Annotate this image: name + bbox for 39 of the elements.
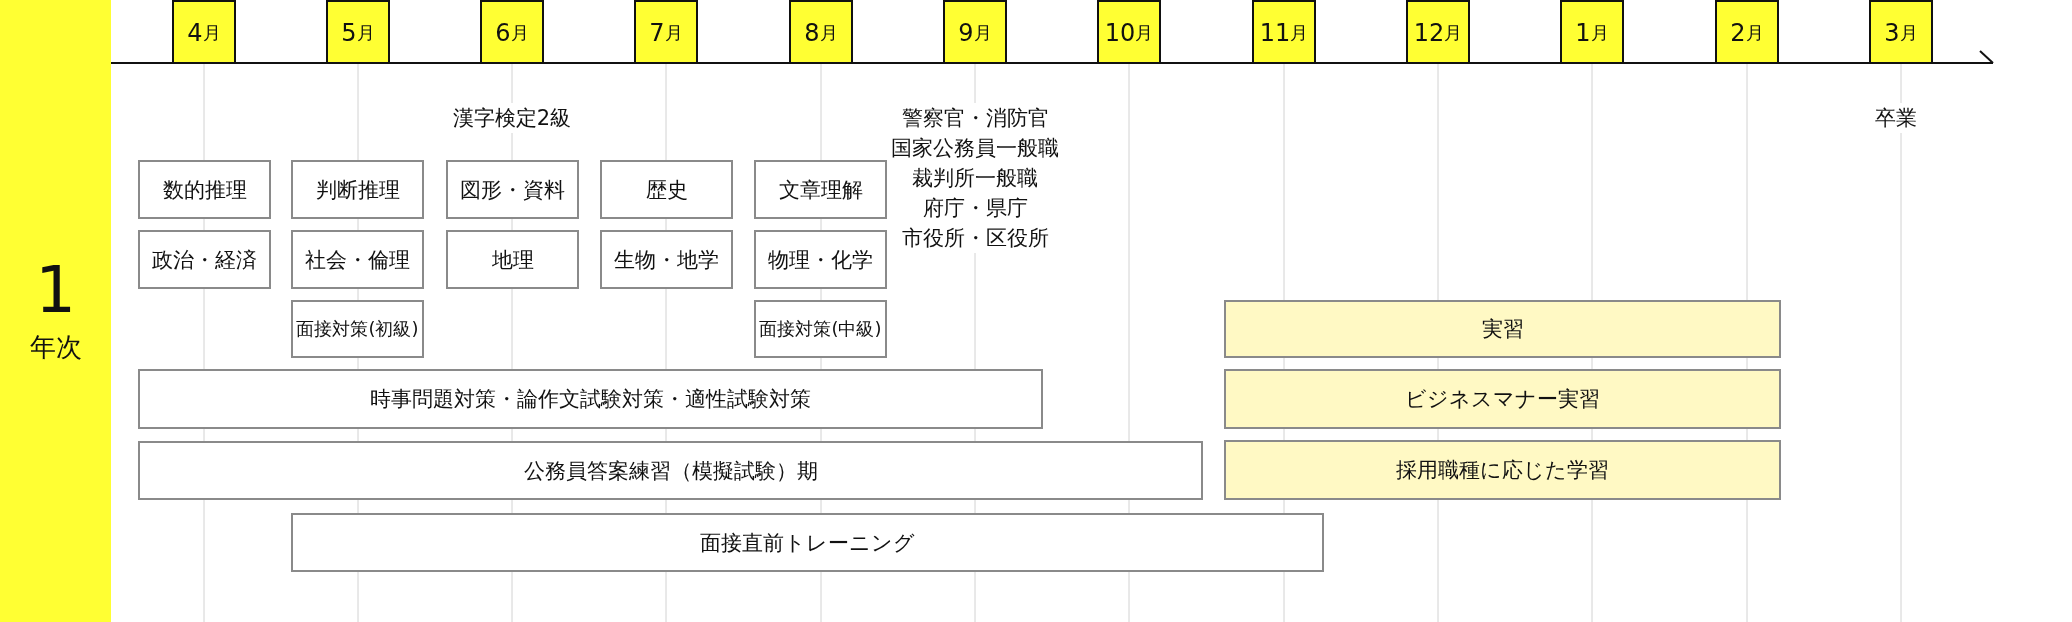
practice-bar: 実習	[1224, 300, 1781, 358]
year-number: 1	[35, 258, 76, 323]
month-tab: 10月	[1097, 0, 1161, 64]
subject-box: 面接対策(中級)	[754, 300, 887, 358]
exam-label: 府庁・県庁	[920, 193, 1030, 223]
month-tab: 12月	[1406, 0, 1470, 64]
subject-box: 歴史	[600, 160, 733, 219]
subject-box: 政治・経済	[138, 230, 271, 289]
program-bar: 公務員答案練習（模擬試験）期	[138, 441, 1203, 500]
exam-label: 国家公務員一般職	[889, 133, 1061, 163]
subject-box: 文章理解	[754, 160, 887, 219]
year-band	[0, 0, 111, 622]
subject-box: 数的推理	[138, 160, 271, 219]
subject-box: 生物・地学	[600, 230, 733, 289]
practice-bar: 採用職種に応じた学習	[1224, 440, 1781, 500]
practice-bar: ビジネスマナー実習	[1224, 369, 1781, 429]
exam-label: 市役所・区役所	[899, 223, 1051, 253]
program-bar: 面接直前トレーニング	[291, 513, 1324, 572]
month-tab: 3月	[1869, 0, 1933, 64]
subject-box: 面接対策(初級)	[291, 300, 424, 358]
month-tab: 2月	[1715, 0, 1779, 64]
month-tab: 6月	[480, 0, 544, 64]
month-tab: 9月	[943, 0, 1007, 64]
month-tab: 1月	[1560, 0, 1624, 64]
subject-box: 判断推理	[291, 160, 424, 219]
program-bar: 時事問題対策・論作文試験対策・適性試験対策	[138, 369, 1043, 429]
subject-box: 社会・倫理	[291, 230, 424, 289]
month-tab: 5月	[326, 0, 390, 64]
exam-label: 警察官・消防官	[899, 103, 1051, 133]
subject-box: 図形・資料	[446, 160, 579, 219]
month-tab: 8月	[789, 0, 853, 64]
subject-box: 物理・化学	[754, 230, 887, 289]
graduation-label: 卒業	[1873, 103, 1919, 133]
exam-label: 裁判所一般職	[910, 163, 1040, 193]
year-label: 年次	[29, 332, 82, 364]
subject-box: 地理	[446, 230, 579, 289]
month-tab: 11月	[1252, 0, 1316, 64]
month-tab: 4月	[172, 0, 236, 64]
month-tab: 7月	[634, 0, 698, 64]
